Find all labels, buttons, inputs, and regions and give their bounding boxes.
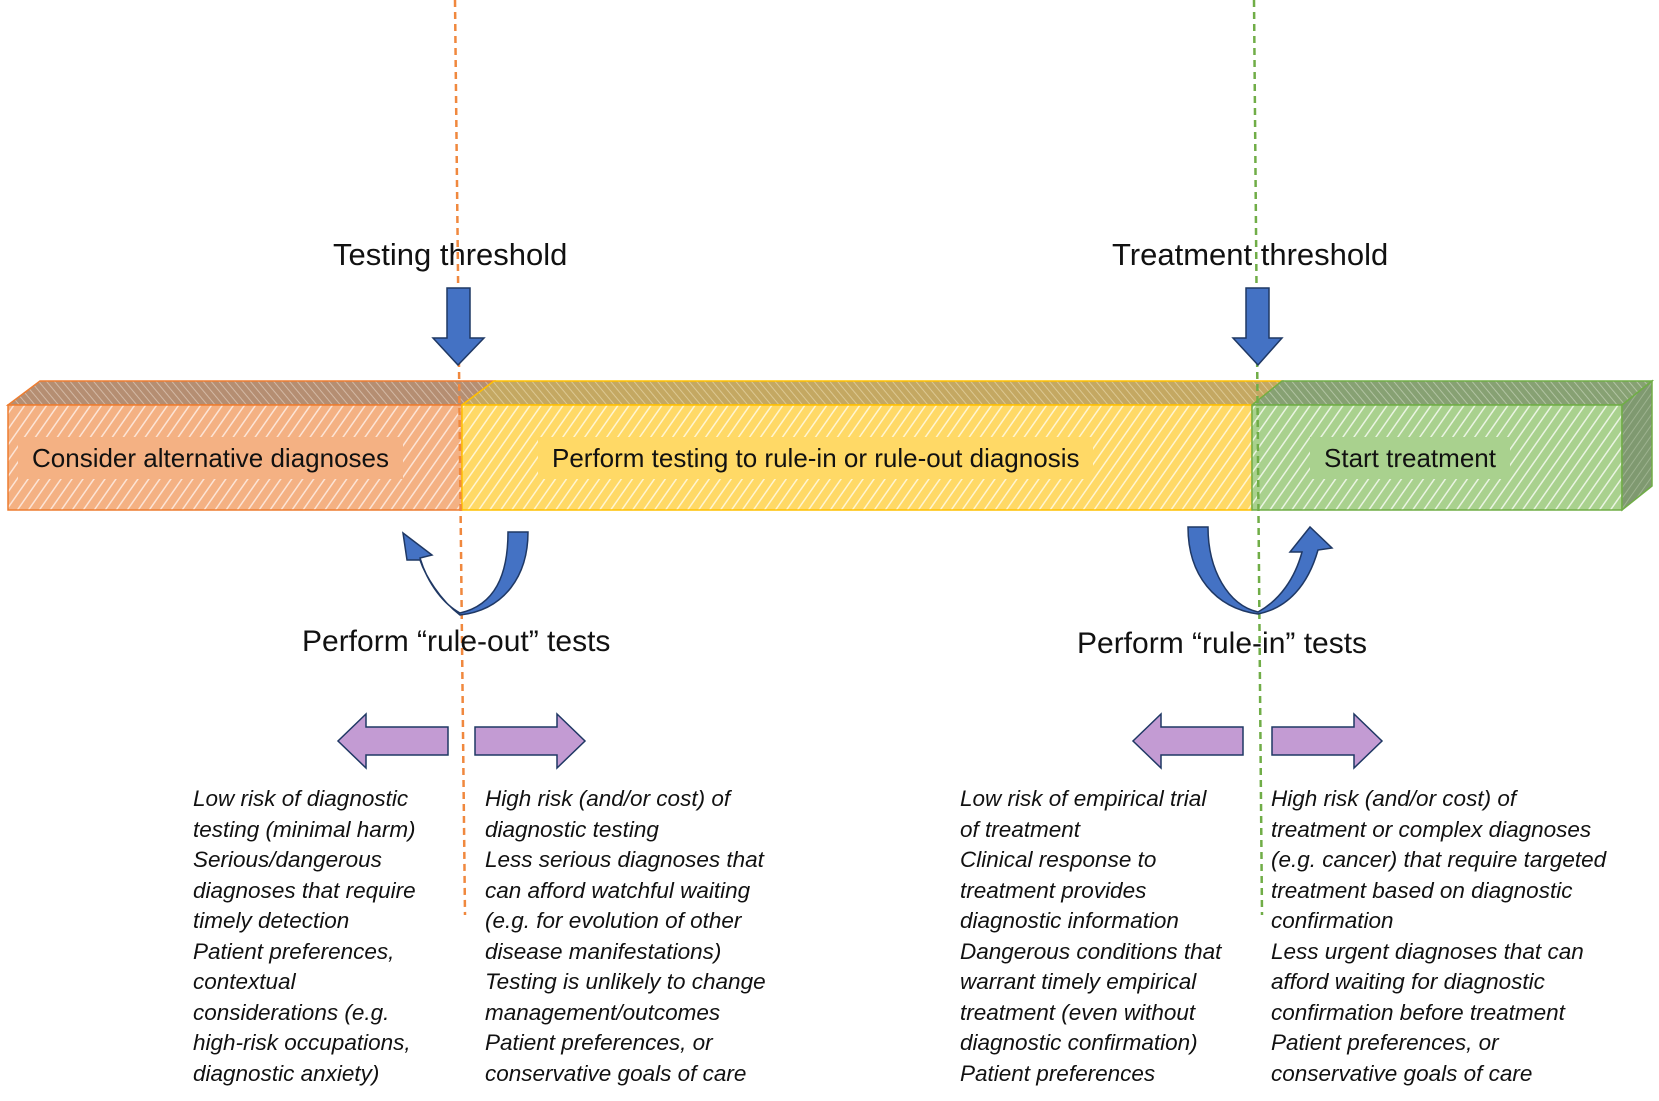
factor-line: of treatment bbox=[960, 816, 1081, 842]
factor-line: Patient preferences, or bbox=[1271, 1030, 1499, 1055]
factor-line: considerations (e.g. bbox=[193, 999, 390, 1025]
factor-line: Patient preferences, or bbox=[485, 1030, 713, 1055]
rule-out-right-arrow-icon bbox=[474, 712, 587, 770]
factor-line: warrant timely empirical bbox=[960, 969, 1197, 994]
rule-out-tests-label: Perform “rule-out” tests bbox=[302, 625, 611, 658]
factor-line: diagnostic anxiety) bbox=[193, 1060, 380, 1086]
rule-in-uturn-arrow-icon bbox=[1187, 525, 1334, 615]
factor-line: diagnostic testing bbox=[485, 816, 659, 842]
factor-line: Dangerous conditions that bbox=[960, 938, 1222, 964]
factor-line: disease manifestations) bbox=[485, 938, 722, 964]
bar-side-face bbox=[1621, 379, 1653, 512]
factor-line: Testing is unlikely to change bbox=[485, 969, 766, 994]
factor-line: conservative goals of care bbox=[485, 1060, 747, 1086]
treatment-threshold-line bbox=[1252, 0, 1264, 916]
bar-top-face-alternatives bbox=[5, 380, 497, 406]
factor-line: treatment (even without bbox=[960, 999, 1196, 1025]
factor-line: (e.g. for evolution of other bbox=[485, 908, 742, 933]
factor-line: contextual bbox=[193, 969, 296, 994]
factor-line: diagnostic confirmation) bbox=[960, 1030, 1198, 1055]
factor-line: Less serious diagnoses that bbox=[485, 847, 764, 872]
treatment-threshold-down-arrow-icon bbox=[1231, 287, 1284, 367]
testing-threshold-label: Testing threshold bbox=[333, 237, 568, 272]
factor-line: Patient preferences, bbox=[193, 938, 395, 964]
factor-line: treatment provides bbox=[960, 877, 1147, 903]
factor-line: Low risk of diagnostic bbox=[193, 786, 409, 811]
factor-line: management/outcomes bbox=[485, 999, 721, 1025]
factor-line: Serious/dangerous bbox=[193, 847, 382, 872]
rule-in-right-arrow-icon bbox=[1271, 712, 1384, 770]
factor-line: high-risk occupations, bbox=[193, 1030, 411, 1055]
bar-top-face-treatment bbox=[1249, 380, 1655, 406]
treatment-label: Start treatment bbox=[1310, 437, 1510, 479]
rule-out-left-arrow-icon bbox=[336, 712, 449, 770]
bar-top-face-testing bbox=[459, 380, 1285, 406]
factor-line: Low risk of empirical trial bbox=[960, 786, 1207, 811]
rule-in-left-arrow-icon bbox=[1131, 712, 1244, 770]
factor-line: testing (minimal harm) bbox=[193, 816, 416, 842]
testing-label: Perform testing to rule-in or rule-out d… bbox=[538, 437, 1094, 479]
factor-line: timely detection bbox=[193, 908, 350, 933]
factor-line: Patient preferences bbox=[960, 1060, 1156, 1086]
factor-line: diagnoses that require bbox=[193, 877, 416, 903]
factor-line: diagnostic information bbox=[960, 908, 1179, 933]
rule-out-uturn-arrow-icon bbox=[401, 531, 529, 616]
factor-line: High risk (and/or cost) of bbox=[1271, 786, 1517, 811]
factor-line: confirmation bbox=[1271, 908, 1394, 933]
factor-line: can afford watchful waiting bbox=[485, 877, 751, 903]
factor-line: treatment based on diagnostic bbox=[1271, 877, 1573, 903]
factor-line: Less urgent diagnoses that can bbox=[1271, 938, 1584, 964]
rule-in-right-factors: High risk (and/or cost) of treatment or c… bbox=[1271, 784, 1606, 1089]
rule-out-right-factors: High risk (and/or cost) of diagnostic tes… bbox=[485, 784, 766, 1089]
rule-out-left-factors: Low risk of diagnostic testing (minimal h… bbox=[193, 784, 416, 1089]
factor-line: Clinical response to bbox=[960, 847, 1157, 872]
factor-line: afford waiting for diagnostic bbox=[1271, 969, 1545, 994]
factor-line: High risk (and/or cost) of bbox=[485, 786, 731, 811]
rule-in-tests-label: Perform “rule-in” tests bbox=[1077, 627, 1368, 660]
factor-line: (e.g. cancer) that require targeted bbox=[1271, 847, 1607, 872]
treatment-threshold-label: Treatment threshold bbox=[1112, 237, 1389, 272]
testing-threshold-line bbox=[453, 0, 467, 916]
testing-threshold-down-arrow-icon bbox=[431, 287, 486, 367]
factor-line: treatment or complex diagnoses bbox=[1271, 816, 1592, 842]
factor-line: conservative goals of care bbox=[1271, 1060, 1533, 1086]
alternatives-label: Consider alternative diagnoses bbox=[18, 437, 403, 479]
factor-line: confirmation before treatment bbox=[1271, 999, 1565, 1025]
